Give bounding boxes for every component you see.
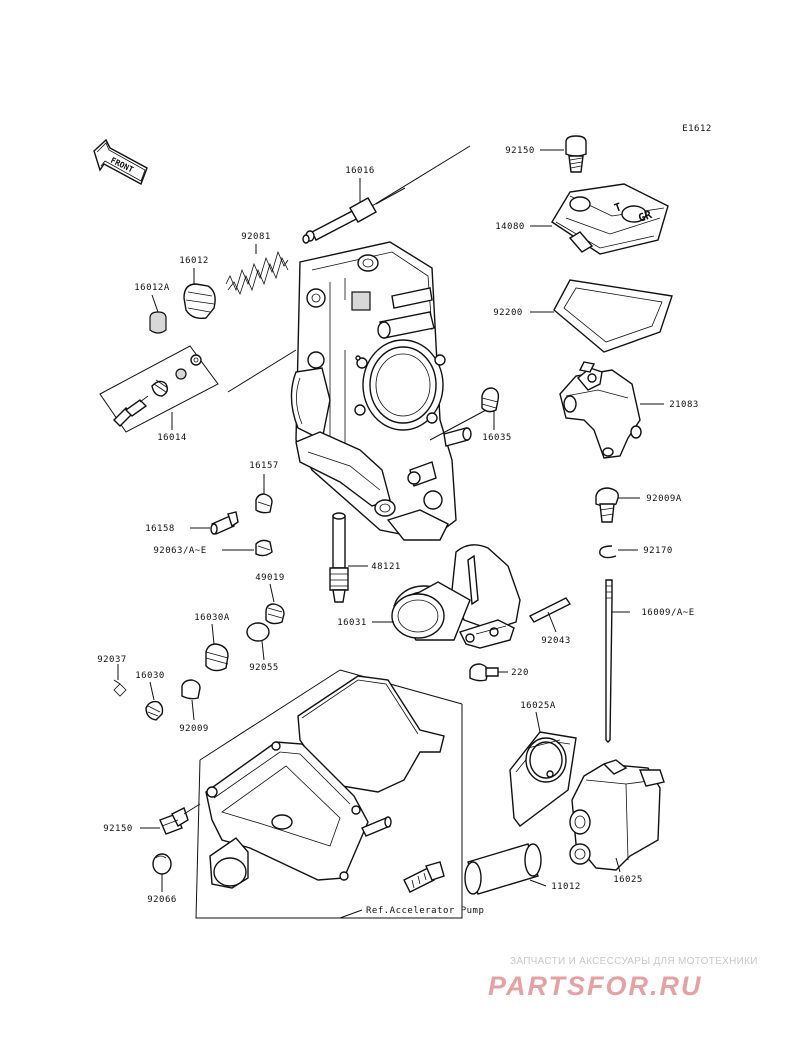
part-92043-pin — [528, 597, 572, 623]
label-92043: 92043 — [541, 636, 571, 646]
label-92200: 92200 — [493, 308, 523, 318]
label-16030A: 16030A — [194, 613, 230, 623]
part-16025A — [509, 731, 577, 827]
part-92037 — [113, 679, 127, 697]
label-16012A: 16012A — [134, 283, 170, 293]
label-220: 220 — [511, 668, 529, 678]
label-48121: 48121 — [371, 562, 401, 572]
part-16012A — [149, 311, 167, 334]
label-16031: 16031 — [337, 618, 367, 628]
label-92170: 92170 — [643, 546, 673, 556]
label-16158: 16158 — [145, 524, 175, 534]
front-arrow-icon: FRONT — [93, 138, 148, 185]
label-16012: 16012 — [179, 256, 209, 266]
part-92150-bottom-bolt — [159, 807, 189, 835]
part-16030A — [205, 643, 229, 672]
ref-line-top — [371, 145, 471, 207]
label-92009: 92009 — [179, 724, 209, 734]
part-92055-o-ring — [246, 622, 270, 642]
label-92081: 92081 — [241, 232, 271, 242]
ref-bracket — [195, 669, 463, 919]
label-92037: 92037 — [97, 655, 127, 665]
label-16157: 16157 — [249, 461, 279, 471]
watermark-subtitle: ЗАПЧАСТИ И АКСЕССУАРЫ ДЛЯ МОТОТЕХНИКИ — [510, 956, 758, 967]
label-16025A: 16025A — [520, 701, 556, 711]
part-92063 — [255, 539, 273, 557]
label-14080: 14080 — [495, 222, 525, 232]
part-16158 — [210, 511, 239, 535]
watermark-brand: PARTSFOR.RU — [488, 971, 703, 1001]
part-49019 — [265, 603, 285, 625]
label-16030: 16030 — [135, 671, 165, 681]
part-92066 — [152, 853, 172, 875]
ref-accelerator-pump-note: Ref.Accelerator Pump — [366, 906, 484, 916]
part-14080-cover: T GR — [551, 183, 669, 255]
label-16016: 16016 — [345, 166, 375, 176]
label-16035: 16035 — [482, 433, 512, 443]
label-92009A: 92009A — [646, 494, 682, 504]
part-16031 — [391, 544, 521, 649]
part-92009 — [181, 679, 201, 700]
svg-text:GR: GR — [637, 208, 654, 225]
label-92066: 92066 — [147, 895, 177, 905]
part-48121 — [329, 512, 349, 603]
label-92055: 92055 — [249, 663, 279, 673]
label-16014: 16014 — [157, 433, 187, 443]
label-21083: 21083 — [669, 400, 699, 410]
part-92009A — [595, 487, 619, 523]
label-16025: 16025 — [613, 875, 643, 885]
part-16025 — [569, 759, 665, 871]
part-16009-needle — [605, 579, 613, 743]
label-92063: 92063/A~E — [153, 546, 206, 556]
part-16014 — [99, 345, 219, 433]
ref-line-left — [227, 349, 297, 393]
part-92150-top-bolt — [565, 135, 587, 173]
label-49019: 49019 — [255, 573, 285, 583]
part-92081-spring — [225, 250, 289, 296]
part-92170-clip — [599, 545, 617, 559]
part-11012 — [464, 843, 542, 895]
diagram-code: E1612 — [682, 124, 712, 134]
part-21083-bracket — [559, 361, 642, 459]
part-16035 — [481, 387, 500, 413]
label-92150-bottom: 92150 — [103, 824, 133, 834]
drain-fitting — [403, 861, 445, 893]
part-220 — [469, 663, 499, 682]
part-92200-gasket — [553, 279, 673, 353]
part-16157 — [255, 493, 273, 514]
part-16012 — [183, 283, 216, 320]
part-16016 — [302, 187, 406, 244]
float-bowl — [205, 741, 392, 889]
carburetor-body — [290, 241, 472, 541]
label-16009: 16009/A~E — [641, 608, 694, 618]
part-16030 — [145, 700, 164, 721]
label-92150-top: 92150 — [505, 146, 535, 156]
svg-text:T: T — [613, 200, 624, 215]
label-11012: 11012 — [551, 882, 581, 892]
